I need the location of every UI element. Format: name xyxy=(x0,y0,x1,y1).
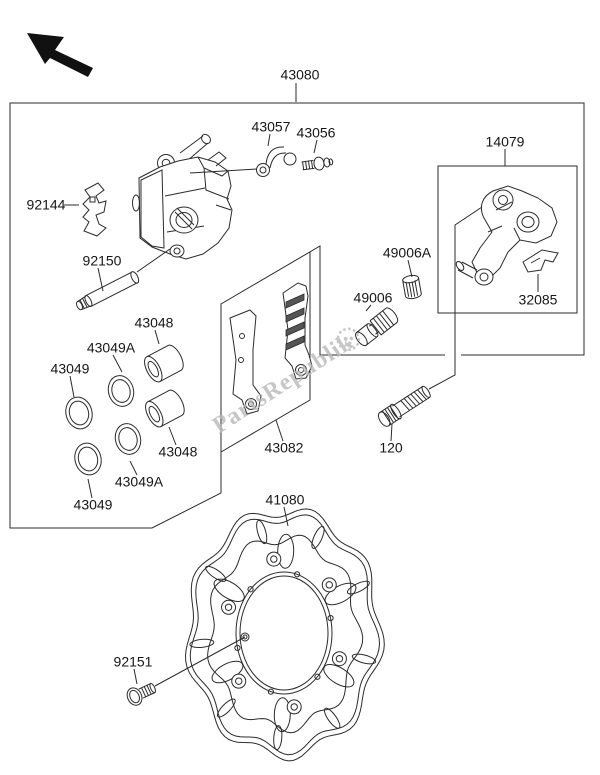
dust-seal-43049A-upper xyxy=(107,375,135,407)
part-label-92144: 92144 xyxy=(26,196,66,213)
part-label-92150: 92150 xyxy=(82,252,122,269)
leader-line xyxy=(407,259,413,278)
part-label-43048-upper: 43048 xyxy=(134,314,174,331)
brake-disc-drawing xyxy=(184,508,385,762)
part-label-14079: 14079 xyxy=(485,133,525,150)
bracket-clip-drawing xyxy=(522,249,559,273)
watermark-logo-icon xyxy=(336,327,361,352)
bleed-valve-cap-drawing xyxy=(402,274,422,300)
part-label-43056: 43056 xyxy=(296,124,336,141)
leader-line xyxy=(97,267,104,292)
brake-pad-right xyxy=(282,282,313,380)
leader-line xyxy=(390,423,393,442)
bracket-box xyxy=(437,165,578,314)
leader-line xyxy=(154,636,246,687)
leader-lines xyxy=(64,83,539,687)
leader-line xyxy=(154,329,160,345)
slide-pin-drawing xyxy=(75,271,140,311)
leader-line xyxy=(428,206,483,390)
hose-clamp-drawing xyxy=(256,146,297,177)
leader-line xyxy=(275,419,284,442)
piston-seal-43049-lower xyxy=(74,442,102,476)
pad-spring-drawing xyxy=(82,182,107,237)
leader-line xyxy=(87,478,93,499)
brake-pad-left xyxy=(229,309,262,415)
leader-line xyxy=(189,168,258,174)
part-label-32085: 32085 xyxy=(518,291,558,308)
group-boxes xyxy=(9,102,585,529)
caliper-piston-lower xyxy=(145,389,185,428)
outer-assembly-box xyxy=(9,102,585,529)
part-label-43048-lower: 43048 xyxy=(158,443,198,460)
disc-screw-drawing xyxy=(126,682,156,706)
part-label-49006A: 49006A xyxy=(382,244,432,261)
part-label-43049A-lower: 43049A xyxy=(114,473,164,490)
part-label-43080: 43080 xyxy=(280,66,320,83)
leader-line xyxy=(133,668,138,685)
mount-bolt-drawing xyxy=(377,385,431,427)
part-label-49006: 49006 xyxy=(353,289,393,306)
part-label-120: 120 xyxy=(379,439,403,456)
part-label-43082: 43082 xyxy=(264,439,304,456)
leader-line xyxy=(129,460,138,476)
caliper-piston-upper xyxy=(144,344,184,383)
caliper-bracket-drawing xyxy=(455,185,558,286)
brake-caliper-drawing xyxy=(132,133,233,260)
leader-line xyxy=(136,248,171,273)
leader-line xyxy=(112,354,123,373)
leader-line xyxy=(365,304,372,312)
part-label-43057: 43057 xyxy=(251,118,291,135)
union-bolt-drawing xyxy=(301,156,334,171)
part-label-43049A-upper: 43049A xyxy=(86,339,136,356)
part-label-41080: 41080 xyxy=(265,491,305,508)
bleed-valve-drawing xyxy=(355,307,399,347)
part-label-43049-upper: 43049 xyxy=(50,360,90,377)
leader-line xyxy=(168,426,177,446)
leader-line xyxy=(267,133,271,147)
watermark-text: PartsRepublik xyxy=(208,329,358,439)
piston-seal-43049-upper xyxy=(65,396,93,430)
part-label-92151: 92151 xyxy=(113,653,153,670)
leader-line xyxy=(69,375,75,398)
pads-box xyxy=(220,252,311,453)
orientation-arrow-icon xyxy=(27,33,93,77)
part-label-43049-lower: 43049 xyxy=(73,496,113,513)
dust-seal-43049A-lower xyxy=(114,423,142,455)
leader-line xyxy=(283,506,289,527)
leader-line xyxy=(313,139,318,154)
